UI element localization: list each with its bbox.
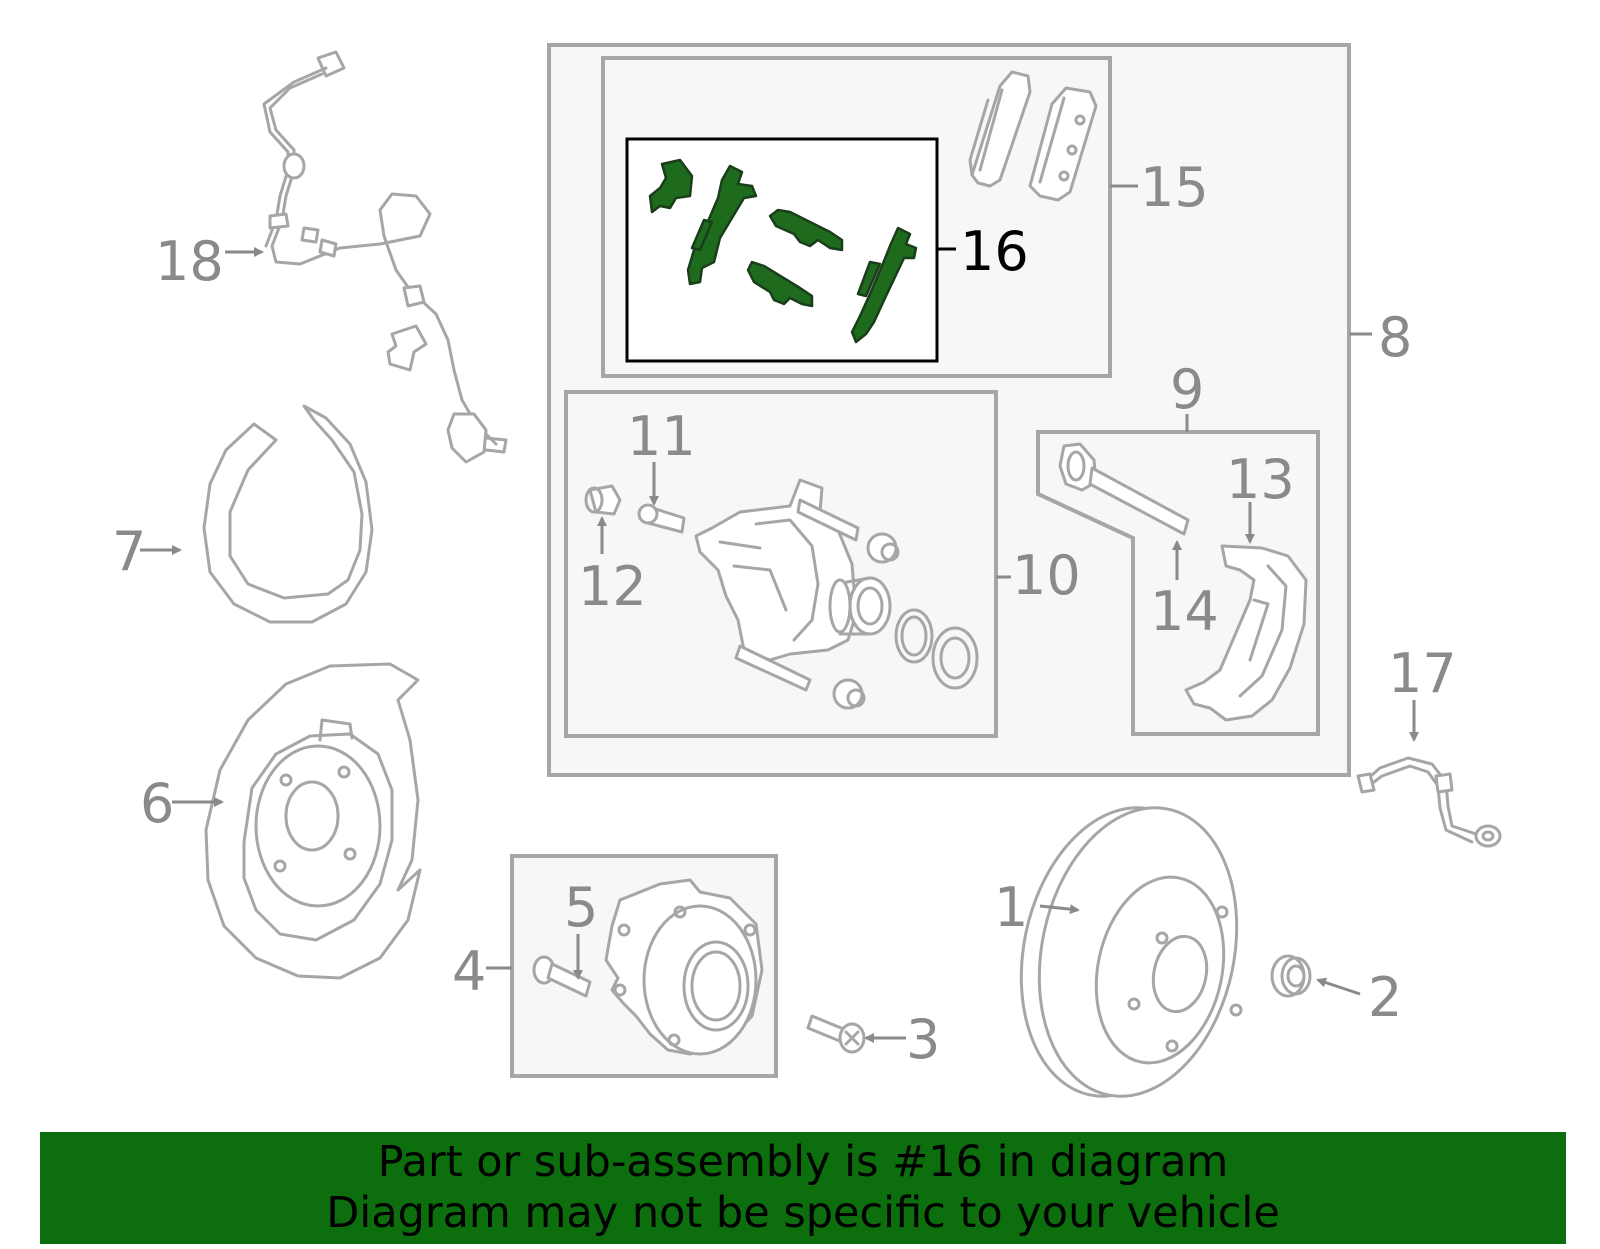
mounting-bolt bbox=[806, 1014, 866, 1054]
callout-4: 4 bbox=[452, 940, 486, 1003]
callout-7: 7 bbox=[112, 520, 146, 583]
caliper-housing bbox=[694, 478, 858, 662]
callout-9: 9 bbox=[1170, 358, 1204, 421]
caliper-guide-pin-upper bbox=[796, 498, 860, 542]
callout-13: 13 bbox=[1226, 448, 1295, 511]
callout-15: 15 bbox=[1140, 156, 1209, 219]
brake-pad-outer bbox=[1028, 86, 1098, 202]
guide-pin-boot-upper bbox=[866, 532, 900, 564]
callout-3: 3 bbox=[906, 1008, 940, 1071]
caliper-piston bbox=[828, 576, 892, 636]
caliper-bracket bbox=[1184, 544, 1308, 722]
caliper-guide-pin-lower bbox=[734, 644, 812, 692]
info-banner: Part or sub-assembly is #16 in diagram D… bbox=[40, 1132, 1566, 1244]
pad-hardware-shim-right bbox=[850, 226, 918, 344]
bleeder-cap bbox=[584, 484, 622, 516]
pad-hardware-shim-left bbox=[686, 164, 758, 286]
rotor-nut bbox=[1270, 954, 1312, 998]
brake-backing-plate bbox=[204, 662, 422, 980]
piston-seal bbox=[894, 608, 934, 664]
wheel-hub-bearing bbox=[604, 878, 764, 1056]
callout-16: 16 bbox=[960, 220, 1029, 283]
dust-boot bbox=[931, 626, 979, 690]
callout-6: 6 bbox=[140, 772, 174, 835]
brake-pad-inner bbox=[968, 70, 1032, 188]
abs-sensor-cable bbox=[1356, 756, 1502, 848]
caliper-guide-pin-bolt bbox=[1058, 442, 1190, 536]
callout-12: 12 bbox=[578, 555, 647, 618]
callout-17: 17 bbox=[1388, 642, 1457, 705]
callout-14: 14 bbox=[1150, 580, 1219, 643]
parking-brake-shoe bbox=[202, 404, 374, 624]
abs-wheel-speed-sensor-harness bbox=[262, 50, 508, 464]
callout-2: 2 bbox=[1368, 966, 1402, 1029]
pad-hardware-clip-a bbox=[648, 158, 694, 214]
callout-11: 11 bbox=[627, 405, 696, 468]
callout-1: 1 bbox=[994, 876, 1028, 939]
brake-rotor bbox=[1019, 806, 1243, 1098]
callout-10: 10 bbox=[1012, 544, 1081, 607]
callout-18: 18 bbox=[155, 230, 224, 293]
pad-hardware-spring-upper bbox=[768, 208, 844, 252]
callout-5: 5 bbox=[564, 876, 598, 939]
pad-hardware-spring-lower bbox=[746, 260, 814, 308]
bleeder-screw bbox=[637, 503, 686, 534]
banner-line-1: Part or sub-assembly is #16 in diagram bbox=[377, 1137, 1229, 1187]
callout-8: 8 bbox=[1378, 306, 1412, 369]
hub-bolt bbox=[532, 955, 592, 998]
guide-pin-boot-lower bbox=[832, 678, 866, 710]
banner-line-2: Diagram may not be specific to your vehi… bbox=[326, 1188, 1280, 1238]
